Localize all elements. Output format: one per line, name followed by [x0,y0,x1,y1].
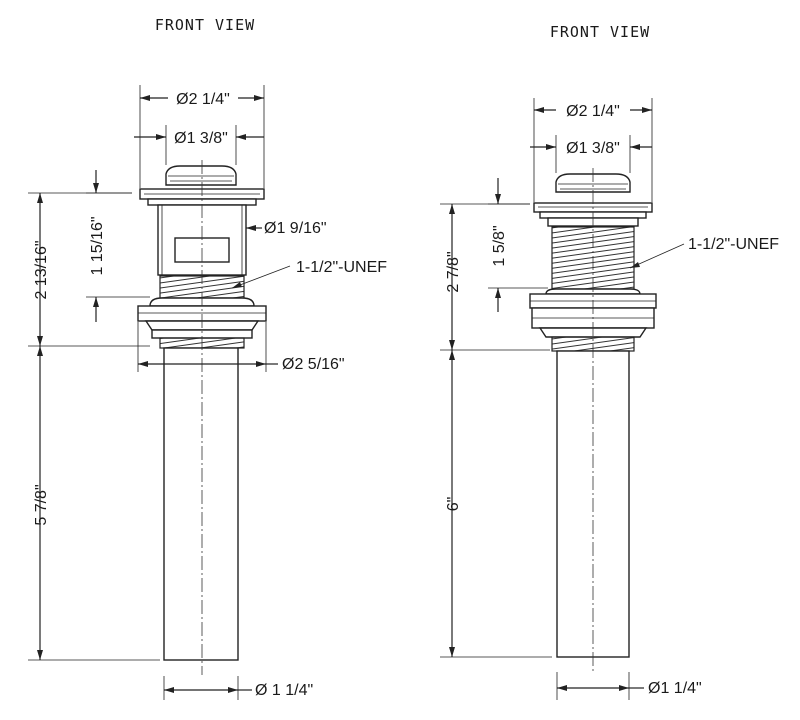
right-tail-height-label: 6" [445,497,462,512]
right-thread-height-label: 1 5/8" [491,225,508,266]
left-dimensions: Ø2 1/4" Ø1 3/8" Ø1 9/16" 1-1/2"-UNEF Ø2 … [28,85,387,700]
right-view-title: FRONT VIEW [550,23,650,41]
left-tail-height-label: 5 7/8" [33,484,50,525]
right-drain-body [529,168,657,672]
left-thread-label: 1-1/2"-UNEF [296,259,387,276]
left-body-height-label: 1 15/16" [89,216,106,275]
right-upper-height-label: 2 7/8" [445,251,462,292]
right-front-view: FRONT VIEW [440,23,779,700]
left-top-outer-dia-label: Ø2 1/4" [176,91,230,108]
right-top-outer-dia-label: Ø2 1/4" [566,103,620,120]
left-view-title: FRONT VIEW [155,16,255,34]
left-front-view: FRONT VIEW [28,16,387,700]
right-dimensions: Ø2 1/4" Ø1 3/8" 1-1/2"-UNEF Ø1 1/4" [440,98,779,700]
left-body-dia-label: Ø1 9/16" [264,220,327,237]
right-thread-label: 1-1/2"-UNEF [688,236,779,253]
left-flange-dia-label: Ø2 5/16" [282,356,345,373]
left-upper-height-label: 2 13/16" [33,240,50,299]
left-tail-dia-label: Ø 1 1/4" [255,682,313,699]
right-top-inner-dia-label: Ø1 3/8" [566,140,620,157]
left-top-inner-dia-label: Ø1 3/8" [174,130,228,147]
left-drain-body [137,160,267,675]
right-tail-dia-label: Ø1 1/4" [648,680,702,697]
